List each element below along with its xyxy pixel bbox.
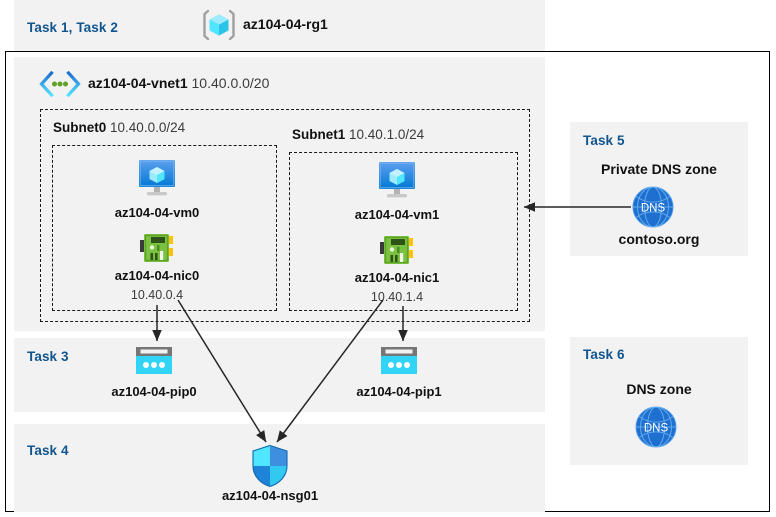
network-security-group-icon (251, 444, 289, 488)
virtual-machine-icon (135, 158, 179, 198)
nic0-ip: 10.40.0.4 (130, 288, 184, 302)
nic1-ip: 10.40.1.4 (370, 290, 424, 304)
task-label-task5: Task 5 (583, 133, 625, 148)
virtual-network-icon (38, 70, 82, 98)
private-dns-zone-name: contoso.org (618, 231, 700, 247)
public-ip-address-icon (134, 345, 174, 377)
subnet0-header: Subnet0 10.40.0.0/24 (53, 120, 186, 135)
vm1-label: az104-04-vm1 (354, 207, 440, 222)
vm0-label: az104-04-vm0 (114, 205, 200, 220)
pip0-label: az104-04-pip0 (111, 384, 197, 399)
network-interface-icon (140, 232, 174, 264)
dns-zone-heading: DNS zone (626, 381, 692, 397)
dns-zone-icon: DNS (634, 405, 678, 449)
task-label-task4: Task 4 (27, 443, 69, 458)
public-ip-address-icon (379, 345, 419, 377)
virtual-network-region (14, 57, 545, 331)
resource-group-band (14, 0, 545, 51)
nic0-label: az104-04-nic0 (114, 268, 200, 283)
task-label-task1-task2: Task 1, Task 2 (27, 20, 118, 35)
task-label-task6: Task 6 (583, 347, 625, 362)
resource-group-name: az104-04-rg1 (243, 16, 328, 32)
nsg-label: az104-04-nsg01 (221, 488, 319, 503)
svg-text:DNS: DNS (641, 203, 666, 215)
private-dns-zone-heading: Private DNS zone (601, 161, 717, 177)
dns-zone-icon: DNS (631, 185, 675, 229)
task3-band (14, 338, 545, 412)
pip1-label: az104-04-pip1 (356, 384, 442, 399)
svg-text:DNS: DNS (644, 423, 669, 435)
network-interface-icon (380, 234, 414, 266)
subnet0-box (52, 145, 277, 311)
task-label-task3: Task 3 (27, 349, 69, 364)
resource-group-icon (202, 8, 236, 42)
virtual-machine-icon (375, 160, 419, 200)
nic1-label: az104-04-nic1 (354, 270, 440, 285)
virtual-network-header: az104-04-vnet1 10.40.0.0/20 (88, 75, 270, 91)
subnet1-header: Subnet1 10.40.1.0/24 (292, 127, 425, 142)
